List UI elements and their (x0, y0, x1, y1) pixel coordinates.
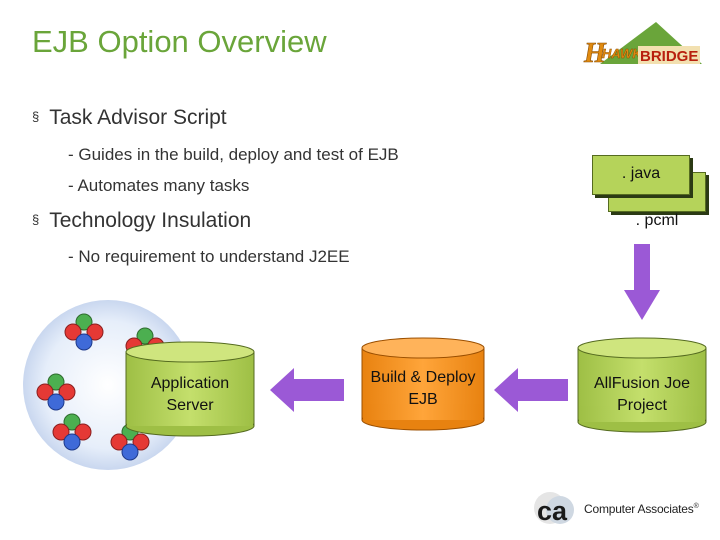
ca-logo: ca (534, 492, 574, 526)
svg-text:BRIDGE: BRIDGE (640, 48, 698, 65)
allfusion-cylinder (577, 337, 707, 433)
svg-text:ca: ca (537, 496, 568, 526)
bullet-technology-insulation: §Technology Insulation (32, 209, 252, 232)
arrow-left-icon (494, 368, 568, 412)
slide-title: EJB Option Overview (32, 24, 327, 59)
build-deploy-cylinder (361, 337, 485, 431)
svg-text:HAWK: HAWK (602, 46, 643, 61)
arrow-down-icon (624, 244, 660, 320)
computer-associates-text: Computer Associates® (584, 502, 699, 516)
sub-bullet-no-requirement: - No requirement to understand J2EE (68, 247, 350, 266)
sub-bullet-guides: - Guides in the build, deploy and test o… (68, 145, 399, 164)
java-file-box: . java (592, 155, 690, 195)
architecture-diagram (23, 300, 707, 470)
svg-text:H: H (583, 38, 607, 68)
arrow-left-icon (270, 368, 344, 412)
hawkbridge-logo: H HAWK BRIDGE (583, 22, 702, 68)
sub-bullet-automates: - Automates many tasks (68, 176, 250, 195)
bullet-task-advisor: §Task Advisor Script (32, 106, 227, 129)
application-server-cylinder (125, 341, 255, 437)
